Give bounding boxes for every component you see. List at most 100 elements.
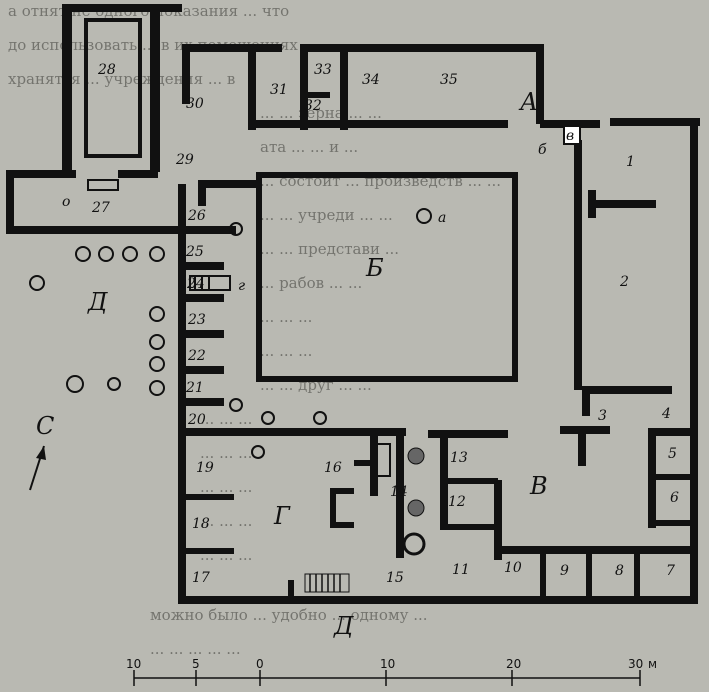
wall bbox=[588, 200, 656, 208]
wall bbox=[578, 426, 586, 466]
wall bbox=[610, 118, 700, 126]
wall bbox=[6, 170, 76, 178]
wall bbox=[182, 44, 190, 104]
wall bbox=[536, 44, 544, 124]
wall bbox=[300, 92, 330, 98]
wall bbox=[634, 546, 640, 596]
bg-line: ... ... ... bbox=[200, 444, 252, 462]
room-35-label: 35 bbox=[440, 72, 458, 88]
room-31-label: 31 bbox=[270, 82, 288, 98]
hearth-icon bbox=[87, 179, 119, 191]
room-9-label: 9 bbox=[560, 563, 569, 579]
room-14-label: 14 bbox=[390, 484, 408, 500]
wall bbox=[186, 330, 224, 338]
column-icon bbox=[29, 275, 45, 291]
column-icon bbox=[149, 246, 165, 262]
wall bbox=[178, 184, 186, 604]
room-3-label: 3 bbox=[598, 408, 607, 424]
wall bbox=[248, 120, 508, 128]
room-5-label: 5 bbox=[668, 446, 677, 462]
yard-a-label: А bbox=[518, 88, 538, 116]
scale-tick-label: 5 bbox=[192, 657, 200, 671]
wall bbox=[62, 4, 72, 172]
entrance-label: Д bbox=[333, 612, 354, 640]
bg-line: ... ... ... bbox=[200, 512, 252, 530]
room-2-label: 2 bbox=[619, 274, 629, 290]
room-15-label: 15 bbox=[386, 570, 404, 586]
wall bbox=[186, 294, 224, 302]
wall bbox=[648, 474, 692, 480]
room-13-label: 13 bbox=[450, 450, 468, 466]
wall bbox=[586, 546, 592, 596]
wall bbox=[498, 546, 698, 554]
bg-line: ... ... ... bbox=[260, 342, 312, 360]
yard-d-label: Д bbox=[87, 288, 108, 316]
wall bbox=[182, 44, 282, 52]
basin-icon bbox=[373, 443, 391, 477]
wall bbox=[186, 366, 224, 374]
wall bbox=[256, 376, 518, 382]
well-label: а bbox=[438, 210, 446, 226]
scale-unit-label: м bbox=[648, 657, 657, 671]
wall bbox=[186, 398, 224, 406]
column-icon bbox=[261, 411, 275, 425]
yard-g-label: Г bbox=[273, 502, 291, 530]
bg-line: ... ... ... ... ... bbox=[150, 640, 241, 658]
room-30-label: 30 bbox=[186, 96, 204, 112]
room-18-label: 18 bbox=[192, 516, 210, 532]
room-10-label: 10 bbox=[504, 560, 522, 576]
room-27-label: 27 bbox=[91, 200, 110, 216]
column-icon bbox=[149, 306, 165, 322]
column-icon bbox=[107, 377, 121, 391]
wall bbox=[198, 180, 258, 188]
column-icon bbox=[149, 356, 165, 372]
wall bbox=[84, 18, 142, 22]
bg-line: ... рабов ... ... bbox=[260, 274, 362, 292]
wall bbox=[588, 190, 596, 218]
wall bbox=[440, 478, 498, 484]
room-12-label: 12 bbox=[448, 494, 466, 510]
wall bbox=[84, 18, 88, 158]
wall bbox=[138, 18, 142, 158]
wall bbox=[330, 488, 336, 528]
column-icon bbox=[149, 334, 165, 350]
basin-label: б bbox=[538, 142, 547, 158]
wall bbox=[540, 546, 546, 596]
scale-tick-label: 30 bbox=[628, 657, 643, 671]
bg-line: можно было ... удобно ... одному ... bbox=[150, 606, 428, 624]
room-22-label: 22 bbox=[187, 348, 206, 364]
room-23-label: 23 bbox=[187, 312, 206, 328]
wall bbox=[300, 44, 308, 130]
stairs-icon bbox=[304, 573, 350, 593]
north-label: С bbox=[36, 412, 54, 440]
room-24-label: 24 bbox=[186, 276, 205, 292]
column-icon bbox=[149, 380, 165, 396]
room-11-label: 11 bbox=[452, 562, 470, 578]
room-16-label: 16 bbox=[324, 460, 342, 476]
wall bbox=[648, 428, 692, 436]
wall bbox=[288, 580, 294, 600]
wall bbox=[440, 524, 498, 530]
room-26-label: 26 bbox=[187, 208, 206, 224]
room-19-label: 19 bbox=[196, 460, 214, 476]
room-28-label: 28 bbox=[97, 62, 116, 78]
wall bbox=[186, 226, 236, 234]
scale-bar: 10 5 0 10 20 30 м bbox=[126, 657, 657, 686]
wall bbox=[540, 120, 600, 128]
wall bbox=[246, 428, 406, 436]
wall bbox=[198, 180, 206, 206]
oven-icon bbox=[402, 532, 426, 556]
wall bbox=[574, 140, 582, 390]
room-33-label: 33 bbox=[314, 62, 332, 78]
room-34-label: 34 bbox=[362, 72, 380, 88]
walls bbox=[6, 4, 700, 604]
wall bbox=[178, 596, 698, 604]
column-icon bbox=[98, 246, 114, 262]
wall bbox=[582, 386, 590, 416]
room-1-label: 1 bbox=[626, 154, 635, 170]
wall bbox=[186, 494, 234, 500]
wall bbox=[84, 154, 142, 158]
basin-icon bbox=[563, 125, 581, 145]
wall bbox=[256, 172, 262, 382]
